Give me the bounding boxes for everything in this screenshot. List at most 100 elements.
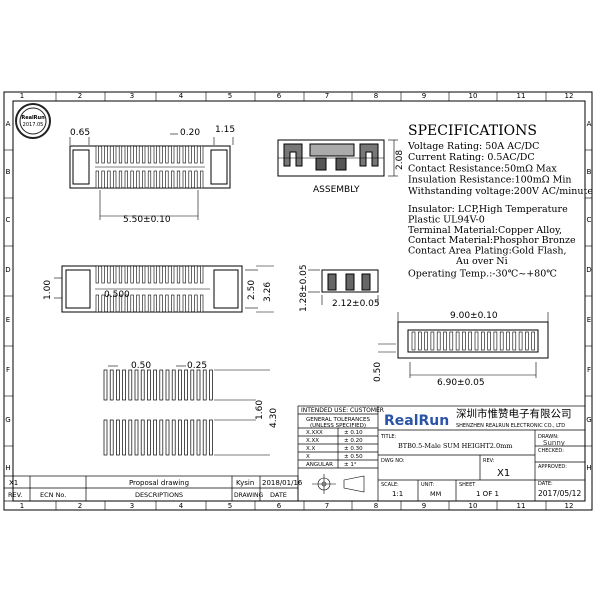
pin	[130, 265, 134, 284]
pin	[95, 145, 99, 164]
pin	[147, 265, 152, 284]
general-tolerances: GENERAL TOLERANCES	[306, 417, 371, 423]
pin	[462, 331, 466, 351]
footprint-pad	[202, 419, 207, 456]
dim-5-50: 5.50±0.10	[123, 215, 171, 225]
top-view-dimensions	[69, 133, 234, 220]
section-view	[308, 269, 379, 305]
grid-column-label: 10	[469, 502, 478, 510]
fp-dim-0-50: 0.50	[131, 361, 151, 371]
footprint-pad	[159, 419, 164, 456]
pin	[159, 294, 163, 313]
grid-column-label: 7	[325, 92, 329, 100]
spec-line: Insulator: LCP,High Temperature	[408, 204, 568, 215]
pin	[153, 170, 157, 189]
pin	[136, 170, 140, 189]
pin	[136, 145, 140, 164]
title-block	[297, 405, 586, 502]
date-value: 2017/05/12	[538, 489, 581, 498]
approved-label: APPROVED:	[538, 464, 567, 470]
pin	[118, 145, 123, 164]
pin	[153, 294, 157, 313]
spec-line: Current Rating: 0.5AC/DC	[408, 152, 535, 163]
pin	[188, 265, 192, 284]
grid-column-label: 12	[565, 502, 574, 510]
dim-0-500: 0.500	[104, 290, 130, 300]
pin	[142, 145, 146, 164]
dim-0-65: 0.65	[70, 128, 90, 138]
pin	[171, 145, 175, 164]
dim-9-00: 9.00±0.10	[450, 311, 498, 321]
pin	[159, 265, 163, 284]
pin	[176, 170, 181, 189]
footprint-pad	[171, 369, 176, 401]
pin	[487, 331, 491, 351]
pin	[142, 265, 146, 284]
dim-0-50-side: 0.50	[373, 362, 383, 382]
pin	[171, 294, 175, 313]
pin	[493, 331, 498, 351]
spec-line: Insulation Resistance:100mΩ Min	[408, 175, 572, 186]
footprint-pad	[190, 369, 195, 401]
grid-row-label: A	[587, 120, 592, 128]
fp-dim-1-60: 1.60	[255, 400, 265, 420]
tolerance-format: X.XX	[306, 438, 319, 444]
pin	[136, 265, 140, 284]
grid-column-label: 8	[374, 92, 378, 100]
grid-column-label: 5	[228, 92, 232, 100]
pin	[518, 331, 523, 351]
grid-row-label: C	[587, 216, 592, 224]
pin	[165, 294, 169, 313]
unit-label: UNIT:	[421, 482, 434, 488]
grid-column-label: 4	[179, 502, 184, 510]
pin	[118, 170, 123, 189]
pin	[101, 294, 105, 313]
footprint-pad	[128, 419, 133, 456]
company-name-en: SHENZHEN REALRUN ELECTRONIC CO., LTD	[456, 423, 565, 429]
company-name-cn: 深圳市惟赞电子有限公司	[456, 407, 572, 420]
spec-line: Withstanding voltage:200V AC/minute	[408, 186, 593, 197]
grid-column-label: 3	[130, 92, 134, 100]
date-header: DATE	[270, 491, 287, 499]
pin	[182, 145, 186, 164]
footprint-pad	[140, 419, 145, 456]
grid-row-label: D	[5, 266, 10, 274]
footprint-pad	[209, 419, 213, 456]
drawn-value: Sunny	[543, 439, 565, 447]
footprint-pad	[196, 369, 201, 401]
pin	[101, 265, 105, 284]
assembly-view	[277, 139, 398, 177]
footprint-pad	[122, 419, 126, 456]
fp-dim-4-30: 4.30	[269, 408, 279, 428]
assembly-label: ASSEMBLY	[313, 185, 360, 195]
footprint-pad	[190, 419, 195, 456]
pin	[147, 294, 152, 313]
footprint-pad	[103, 369, 108, 401]
pin	[165, 145, 169, 164]
unit-value: MM	[430, 490, 441, 498]
stamp-line-2: 2017.05	[23, 122, 44, 128]
pin	[200, 265, 204, 284]
title-label: TITLE:	[380, 434, 397, 440]
spec-line: Au over Ni	[455, 256, 508, 267]
tolerance-format: X	[306, 454, 310, 460]
sheet-label: SHEET	[459, 482, 476, 488]
spec-heading: SPECIFICATIONS	[408, 123, 537, 139]
footprint-pad	[184, 419, 188, 456]
grid-column-label: 2	[78, 92, 82, 100]
pin	[118, 265, 123, 284]
pin	[182, 170, 186, 189]
pin	[436, 331, 441, 351]
dim-0-20: 0.20	[180, 128, 200, 138]
spec-line: Operating Temp.:-30℃~+80℃	[408, 268, 557, 279]
footprint-pad	[196, 419, 201, 456]
pin	[124, 170, 128, 189]
outer-border	[3, 91, 593, 511]
grid-column-label: 10	[469, 92, 478, 100]
pin	[95, 294, 99, 313]
tolerance-value: ± 0.20	[344, 438, 363, 444]
grid-row-label: B	[587, 168, 592, 176]
spec-line: Terminal Material:Copper Alloy,	[408, 225, 562, 236]
